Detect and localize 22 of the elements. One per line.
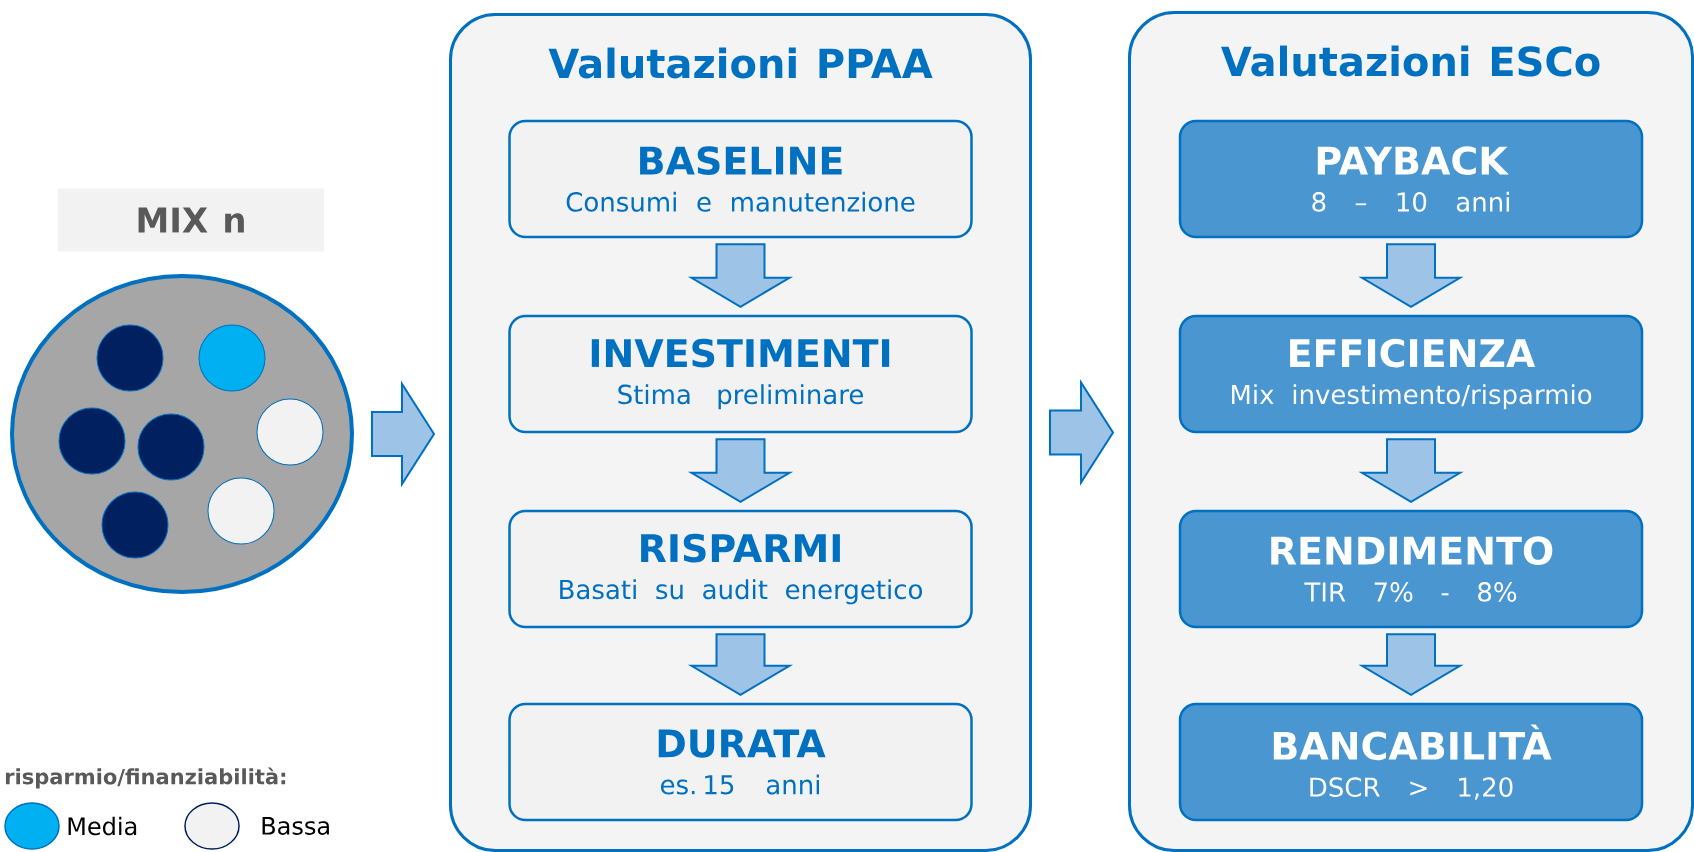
step-box: RISPARMI Basati su audit energetico bbox=[508, 509, 973, 629]
block-arrow bbox=[687, 633, 794, 696]
block-arrow bbox=[1358, 243, 1464, 308]
mix-label: MIX n bbox=[58, 188, 324, 252]
legend-label: Media bbox=[68, 816, 137, 836]
block-arrow bbox=[687, 438, 794, 503]
block-arrow bbox=[371, 380, 436, 488]
panel-title: Valutazioni ESCo bbox=[1221, 45, 1600, 77]
step-box: RENDIMENTO TIR 7% - 8% bbox=[1178, 509, 1644, 629]
step-box: EFFICIENZA Mix investimento/risparmio bbox=[1178, 314, 1644, 434]
block-arrow bbox=[1358, 438, 1464, 503]
block-arrow bbox=[1358, 633, 1464, 696]
panel-title: Valutazioni PPAA bbox=[548, 47, 933, 79]
step-box: PAYBACK 8 – 10 anni bbox=[1178, 119, 1644, 239]
step-box: DURATA es. 15 anni bbox=[508, 702, 973, 822]
legend-label: Bassa bbox=[262, 817, 329, 835]
legend-heading: risparmio/finanziabilità: bbox=[5, 767, 286, 789]
step-box: BANCABILITÀ DSCR > 1,20 bbox=[1178, 702, 1644, 822]
block-arrow bbox=[1049, 379, 1115, 486]
step-box: INVESTIMENTI Stima preliminare bbox=[508, 314, 973, 434]
step-box: BASELINE Consumi e manutenzione bbox=[508, 119, 973, 239]
block-arrow bbox=[687, 243, 794, 308]
